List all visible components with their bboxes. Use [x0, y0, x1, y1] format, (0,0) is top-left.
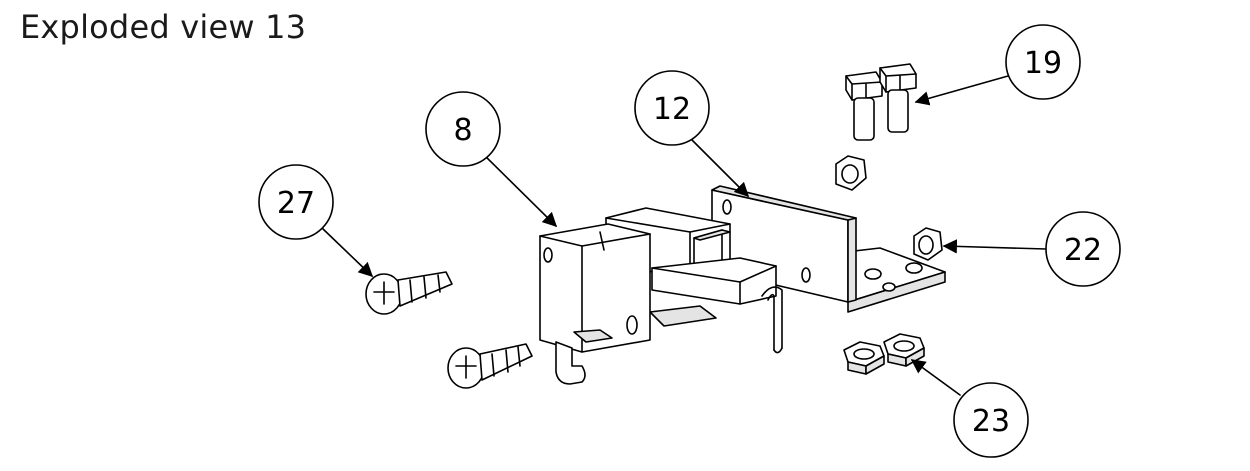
callout-8-label: 8: [453, 113, 472, 148]
nut-part-22: [913, 227, 943, 261]
callout-12-label: 12: [653, 92, 691, 127]
callout-23-label: 23: [972, 404, 1010, 439]
callout-12: 12: [634, 70, 710, 146]
switch-assembly-part-8: [539, 207, 783, 385]
callout-23: 23: [953, 382, 1029, 458]
leader-line-23: [910, 359, 961, 396]
screw-part-27-a: [365, 271, 453, 315]
callout-22: 22: [1045, 211, 1121, 287]
nut-part-23-a: [843, 341, 885, 375]
bolt-part-19-b: [879, 63, 917, 133]
callout-22-label: 22: [1064, 233, 1102, 268]
leader-line-27: [321, 227, 374, 277]
nut-upper: [835, 155, 867, 191]
bolt-part-19-a: [845, 71, 883, 141]
callout-27: 27: [258, 164, 334, 240]
screw-part-27-b: [447, 343, 533, 389]
nut-part-23-b: [883, 333, 925, 367]
callout-8: 8: [425, 91, 501, 167]
leader-line-22: [942, 239, 1047, 254]
leader-line-12: [689, 137, 750, 198]
callout-19-label: 19: [1024, 46, 1062, 81]
leader-line-8: [476, 147, 558, 228]
leader-line-19: [914, 75, 1009, 106]
callout-27-label: 27: [277, 186, 315, 221]
diagram-title: Exploded view 13: [20, 8, 307, 46]
callout-19: 19: [1005, 24, 1081, 100]
